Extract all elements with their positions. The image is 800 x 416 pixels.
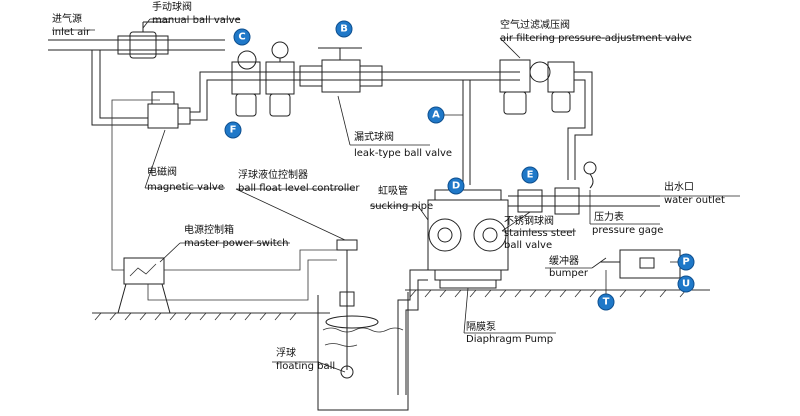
- sucking-pipe-label-en: sucking pipe: [370, 201, 433, 212]
- water-outlet-label-cn: 出水口: [664, 180, 694, 193]
- diaphragm-pump-label-cn: 隔膜泵: [466, 321, 496, 333]
- leader-lines: [52, 18, 740, 373]
- ground-lines: [92, 289, 710, 321]
- air-piping: [48, 21, 593, 185]
- badge-c[interactable]: C: [233, 28, 251, 46]
- svg-text:U: U: [682, 279, 690, 290]
- power-switch-label-cn: 电源控制箱: [184, 223, 234, 236]
- stainless-valve-label-cn: 不锈钢球阀: [504, 214, 554, 227]
- badge-u[interactable]: U: [677, 275, 695, 293]
- badge-t[interactable]: T: [597, 270, 615, 311]
- diaphragm-pump: [397, 161, 681, 395]
- manual-valve-label-en: manual ball valve: [152, 15, 241, 26]
- stainless-valve-label-en1: stainless steel: [504, 228, 575, 239]
- bumper-label-cn: 缓冲器: [549, 254, 579, 267]
- sucking-pipe-label-cn: 虹吸管: [378, 184, 408, 197]
- badge-p[interactable]: P: [670, 253, 695, 271]
- stainless-valve-label-en2: ball valve: [504, 240, 552, 251]
- svg-text:E: E: [527, 170, 534, 181]
- svg-text:C: C: [238, 32, 245, 43]
- badge-f[interactable]: F: [224, 121, 242, 139]
- badge-a[interactable]: A: [427, 106, 463, 124]
- pressure-gage-label-en: pressure gage: [592, 225, 663, 236]
- power-switch-box: [111, 99, 337, 314]
- badge-e[interactable]: E: [521, 166, 539, 184]
- svg-text:A: A: [432, 110, 440, 121]
- svg-text:P: P: [682, 257, 689, 268]
- filter-valve-label-en: air filtering pressure-adjustment valve: [500, 33, 692, 44]
- filter-valve-label-cn: 空气过滤减压阀: [500, 18, 570, 31]
- leak-valve-label-cn: 漏式球阀: [354, 130, 394, 143]
- pressure-gage-label-cn: 压力表: [594, 210, 624, 223]
- badges: A B C D E F P T: [224, 20, 695, 311]
- bumper-label-en: bumper: [549, 268, 589, 279]
- inlet-label-cn: 进气源: [52, 12, 82, 25]
- floating-ball-label-en: floating ball: [276, 361, 335, 372]
- float-controller-label-cn: 浮球液位控制器: [238, 168, 308, 181]
- leak-valve-label-en: leak-type ball valve: [354, 148, 452, 159]
- diaphragm-pump-label-en: Diaphragm Pump: [466, 334, 553, 345]
- svg-text:D: D: [452, 181, 460, 192]
- magnetic-valve-label-cn: 电磁阀: [147, 165, 177, 178]
- manual-valve-label-cn: 手动球阀: [152, 0, 192, 13]
- water-outlet-label-en: water outlet: [664, 195, 725, 206]
- water-tank: [317, 292, 409, 411]
- svg-text:T: T: [603, 297, 610, 308]
- float-controller-label-en: ball float level controller: [238, 183, 360, 194]
- floating-ball-label-cn: 浮球: [276, 346, 296, 359]
- svg-text:B: B: [340, 24, 348, 35]
- svg-text:F: F: [230, 125, 237, 136]
- power-switch-label-en: master power switch: [184, 238, 288, 249]
- inlet-label-en: inlet air: [52, 27, 91, 38]
- magnetic-valve-label-en: magnetic valve: [147, 182, 224, 193]
- float-controller: [325, 239, 379, 379]
- badge-b[interactable]: B: [335, 20, 353, 38]
- badge-d[interactable]: D: [447, 177, 465, 195]
- labels: 进气源 inlet air 手动球阀 manual ball valve 空气过…: [52, 0, 725, 372]
